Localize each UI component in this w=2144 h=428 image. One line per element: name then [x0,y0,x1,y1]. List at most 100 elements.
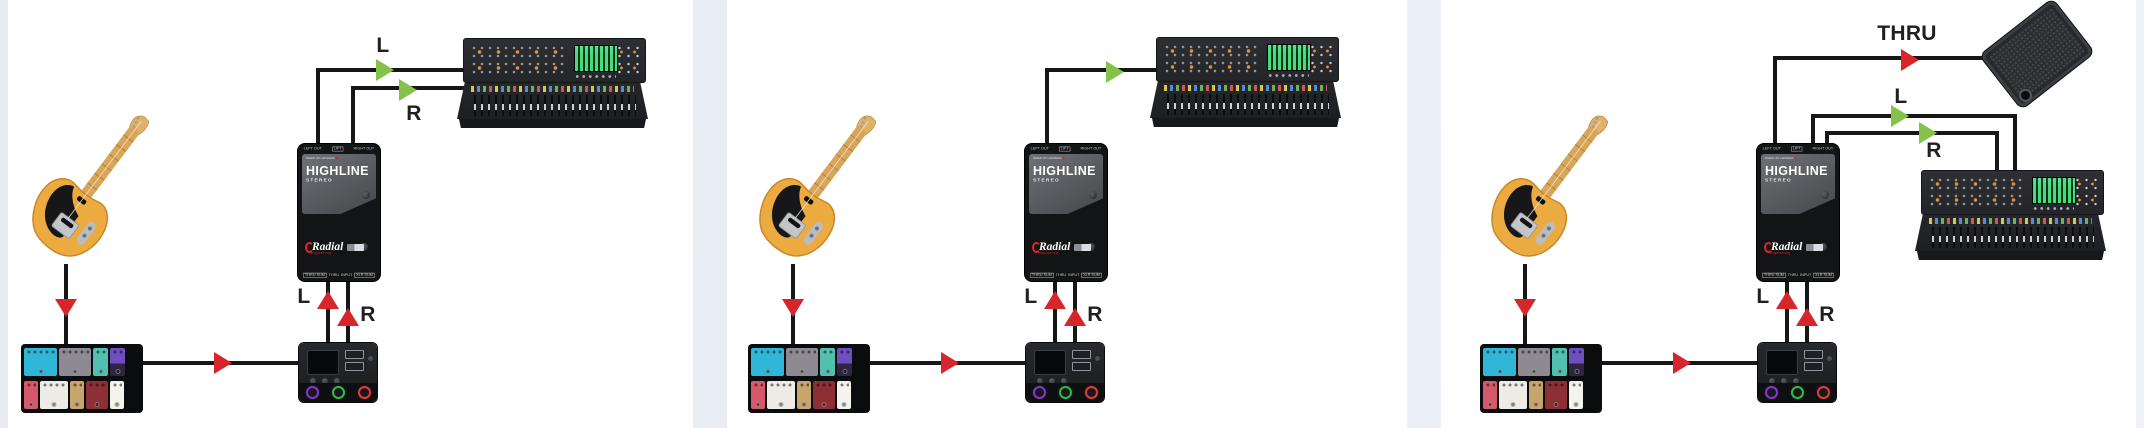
left-channel-label-top: L [376,34,390,57]
footswitch-green [1792,388,1802,397]
guitar-strings [794,120,869,219]
di-left-out-label: LEFT OUT [1762,147,1781,151]
modeler-display-1 [345,350,364,359]
mixing-console [1915,170,2106,260]
right-channel-label-bottom: R [360,303,376,326]
guitar-bridge [1510,212,1538,239]
console-scribble-strip [1929,218,2092,224]
signal-arrow-right-input-up [1796,308,1818,326]
pedal-white-large [40,381,68,409]
pedal-row-bottom [751,381,867,409]
radial-swirl-icon [305,241,314,253]
console-button-row [1267,72,1309,79]
pedal-row-top [24,348,140,376]
modeler-knob-2 [322,378,328,384]
console-button-row [2032,205,2074,212]
di-switch-top [1089,191,1097,199]
console-master-buttons [1308,43,1334,77]
cable-di-right-out-drop [1995,131,1999,172]
right-channel-label-bottom: R [1819,303,1835,326]
pedal-white-large [1499,381,1527,409]
mixing-console-graphic [1915,170,2106,260]
pedal-row-top [1483,348,1599,376]
signal-arrow-thru [1901,49,1919,71]
di-switch-top [1821,191,1829,199]
footswitch-red [1818,388,1828,397]
footswitch-green [1060,388,1070,397]
signal-arrow-right-xlr [399,79,417,101]
di-thru-label: THRU [1055,273,1067,278]
guitar-bridge [778,212,806,239]
mixing-console-graphic [1150,37,1341,127]
stereo-modeler-graphic [1758,343,1836,402]
pedal-teal [820,348,835,376]
signal-arrow-left-input-up [1776,291,1798,309]
cable-modeler-left-to-di [326,281,330,343]
di-bottom-jack-labels: THRU SUM THRU INPUT XLR SUM [298,272,380,281]
console-faders [1927,227,2094,248]
highline-di-box: LEFT OUT LIFT RIGHT OUT MADE IN CANADA H… [1025,144,1107,281]
di-lift-label: LIFT [1790,146,1803,152]
pedalboard-graphic [748,344,870,413]
modeler-screen [1034,350,1066,375]
console-knob-field [1928,176,2024,209]
di-lift-label: LIFT [331,146,344,152]
modeler-screen [307,350,339,375]
di-bottom-jack-labels: THRU SUM THRU INPUT XLR SUM [1757,272,1839,281]
pedal-teal [93,348,108,376]
di-thru-label: THRU [328,273,340,278]
console-fader-panel [1150,82,1341,118]
console-base [459,119,646,128]
di-origin-label: MADE IN CANADA [1033,157,1069,160]
highline-di-box: LEFT OUT LIFT RIGHT OUT MADE IN CANADA H… [298,144,380,281]
footswitch-purple [1766,388,1776,397]
modeler-footswitch-row [299,383,377,402]
di-bottom-jack-labels: THRU SUM THRU INPUT XLR SUM [1025,272,1107,281]
radial-swirl-icon [1764,241,1773,253]
pedal-row-bottom [1483,381,1599,409]
cable-modeler-left-to-di [1785,281,1789,343]
electric-guitar-graphic [32,115,150,257]
di-model-label: HIGHLINE [1033,164,1096,178]
signal-arrow-summed-xlr [1106,61,1124,83]
cable-di-left-out-riser [1811,116,1815,146]
pedal-cyan [1483,348,1516,376]
console-knob-field [1163,43,1259,76]
pedal-cyan [751,348,784,376]
pedal-white-small [837,381,851,409]
di-model-label: HIGHLINE [1765,164,1828,178]
console-faders [1162,94,1329,115]
panel-stereo-to-mixer: L R L R [8,0,693,428]
modeler-knob-1 [310,378,316,384]
modeler-knob-small [1827,356,1832,361]
signal-arrow-pedalboard-right [941,352,959,374]
di-origin-label: MADE IN CANADA [1765,157,1801,160]
electric-guitar-graphic [1491,115,1609,257]
modeler-knob-2 [1049,378,1055,384]
signal-arrow-right-input-up [1064,308,1086,326]
di-xlr-sum-label: XLR SUM [1081,272,1102,278]
modeler-display-2 [1072,362,1091,371]
di-top-jack-labels: LEFT OUT LIFT RIGHT OUT [1757,144,1839,152]
modeler-knob-2 [1781,378,1787,384]
signal-arrow-pedalboard-right [1673,352,1691,374]
stereo-modeler [1026,343,1104,402]
pedal-white-small [110,381,124,409]
di-variant-label: STEREO [306,178,333,183]
di-thru-label: THRU [1787,273,1799,278]
pedal-pink [751,381,765,409]
right-channel-label-top: R [406,102,422,125]
highline-di-box: LEFT OUT LIFT RIGHT OUT MADE IN CANADA H… [1757,144,1839,281]
pedalboard-graphic [1480,344,1602,413]
electric-guitar [1475,98,1625,283]
cable-modeler-left-to-di [1053,281,1057,343]
highline-di-graphic: LEFT OUT LIFT RIGHT OUT MADE IN CANADA H… [1025,144,1107,281]
radial-logo: Radial [1764,241,1824,253]
cable-di-right-out-riser [1825,133,1829,146]
pedal-gray [59,348,91,376]
pedalboard-graphic [21,344,143,413]
left-channel-label-bottom: L [1756,285,1770,308]
pedal-gray [1518,348,1550,376]
cable-di-right-out-riser [351,88,355,146]
